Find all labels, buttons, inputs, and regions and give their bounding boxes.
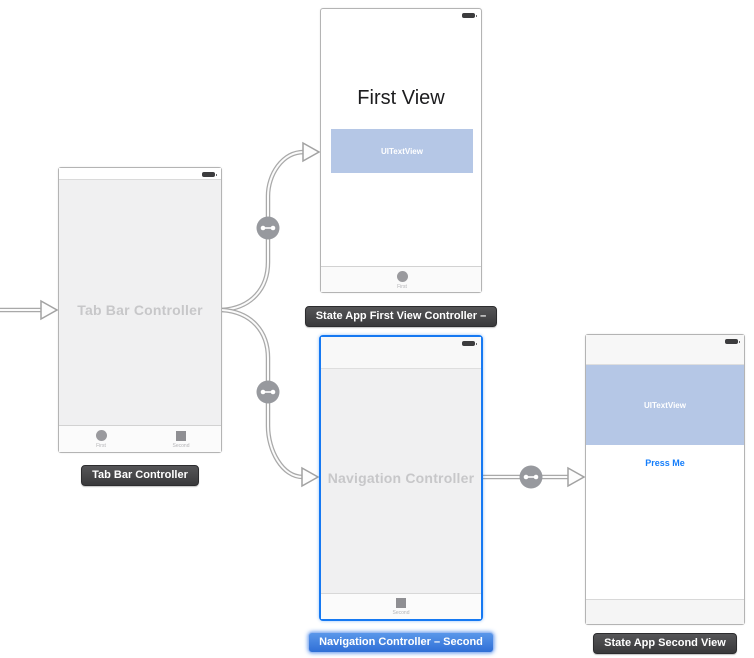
navigation-controller-watermark: Navigation Controller xyxy=(327,470,475,486)
navigation-bar xyxy=(321,337,481,369)
scene-tag-tab-bar-controller[interactable]: Tab Bar Controller xyxy=(81,465,199,486)
tab-bar: First xyxy=(321,266,481,292)
scene-tag-first-view-controller[interactable]: State App First View Controller – xyxy=(304,306,498,327)
relationship-dot-right xyxy=(533,474,539,480)
segue-line-inner xyxy=(221,151,305,311)
relationship-dot-left xyxy=(260,225,266,231)
tab-item-first[interactable]: First xyxy=(377,271,427,290)
segue-tabbar-to-firstview[interactable] xyxy=(219,141,321,313)
relationship-dot-right xyxy=(270,389,276,395)
segue-arrowhead xyxy=(567,466,586,488)
tab-item-first[interactable]: First xyxy=(76,430,126,449)
battery-icon xyxy=(725,339,740,344)
tab-item-label: Second xyxy=(392,610,410,616)
relationship-dot-left xyxy=(523,474,529,480)
status-bar xyxy=(59,168,221,180)
tab-bar: First Second xyxy=(59,425,221,452)
uitextview[interactable]: UITextView xyxy=(586,365,744,445)
tab-bar-controller-scene[interactable]: Tab Bar Controller First Second xyxy=(58,167,222,453)
tab-item-second[interactable]: Second xyxy=(156,430,206,449)
battery-icon xyxy=(202,172,217,177)
segue-tabbar-to-navigation[interactable] xyxy=(219,307,320,488)
first-view-scene[interactable]: First View UITextView First xyxy=(320,8,482,293)
relationship-dot-left xyxy=(260,389,266,395)
first-view-title: First View xyxy=(357,87,445,109)
navigation-controller-content xyxy=(321,369,481,593)
uitextview-label: UITextView xyxy=(644,400,686,410)
tab-item-label: First xyxy=(96,443,106,449)
relationship-dot-right xyxy=(270,225,276,231)
navigation-bar xyxy=(586,335,744,365)
second-view-scene[interactable]: UITextView Press Me xyxy=(585,334,745,625)
circle-icon xyxy=(95,430,107,441)
relationship-icon[interactable] xyxy=(519,465,543,489)
relationship-icon[interactable] xyxy=(256,380,280,404)
tab-bar xyxy=(586,599,744,624)
uitextview-label: UITextView xyxy=(381,146,423,156)
toolbar: Second xyxy=(321,593,481,619)
tab-item-label: First xyxy=(397,284,407,290)
segue-navigation-to-secondview[interactable] xyxy=(483,465,586,489)
battery-icon xyxy=(462,341,477,346)
segue-arrowhead xyxy=(302,141,321,163)
relationship-icon[interactable] xyxy=(256,216,280,240)
press-me-button[interactable]: Press Me xyxy=(645,458,685,468)
initial-view-arrow[interactable] xyxy=(0,299,59,321)
segue-line-inner xyxy=(221,309,304,478)
battery-icon xyxy=(462,13,477,18)
tab-item-label: Second xyxy=(172,443,190,449)
navigation-controller-scene[interactable]: Navigation Controller Second xyxy=(319,335,483,621)
scene-tag-navigation-controller[interactable]: Navigation Controller – Second xyxy=(308,632,494,653)
circle-icon xyxy=(396,271,408,282)
segue-arrowhead xyxy=(301,466,320,488)
initial-arrowhead xyxy=(40,299,59,321)
tab-bar-controller-content xyxy=(59,180,221,425)
tab-bar-controller-watermark: Tab Bar Controller xyxy=(77,302,203,318)
square-icon xyxy=(396,598,406,608)
uitextview[interactable]: UITextView xyxy=(331,129,473,173)
tab-item-second[interactable]: Second xyxy=(376,598,426,616)
scene-tag-second-view[interactable]: State App Second View xyxy=(593,633,737,654)
square-icon xyxy=(176,431,186,441)
